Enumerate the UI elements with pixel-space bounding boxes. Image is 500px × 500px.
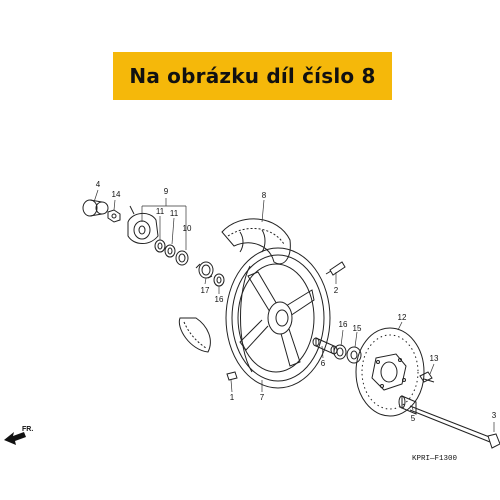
part-4-collar — [82, 199, 109, 217]
title-banner: Na obrázku díl číslo 8 — [113, 52, 392, 100]
callout-5: 5 — [411, 414, 416, 423]
part-5-spacer — [398, 395, 417, 415]
callout-4: 4 — [96, 180, 101, 189]
part-16-bearing — [213, 273, 225, 287]
callout-3: 3 — [492, 411, 497, 420]
callout-2: 2 — [334, 286, 339, 295]
callout-10: 10 — [183, 224, 192, 233]
direction-label: FR. — [22, 426, 33, 433]
diagram-code: KPRI—F1300 — [412, 455, 458, 463]
callout-13: 13 — [430, 354, 439, 363]
part-1-weight — [226, 371, 238, 381]
tire-part-8 — [178, 218, 291, 353]
callout-11b: 11 — [170, 209, 179, 218]
part-3-axle — [409, 405, 500, 449]
callout-15: 15 — [353, 324, 362, 333]
callout-6: 6 — [321, 359, 326, 368]
callout-11a: 11 — [156, 207, 165, 216]
callout-1: 1 — [230, 393, 235, 402]
brake-disc-part-12 — [355, 327, 425, 417]
front-direction-indicator: FR. — [4, 426, 33, 445]
leader-lines — [93, 189, 495, 432]
part-17-bearing — [195, 261, 214, 279]
callout-14: 14 — [112, 190, 121, 199]
part-16-bearing-right — [333, 344, 347, 360]
part-10-washer — [175, 250, 189, 266]
callout-labels: 4 14 9 11 11 10 8 17 16 2 16 15 12 6 13 … — [96, 180, 497, 423]
wheel-rim-part-7 — [225, 247, 331, 389]
part-13-bolt — [419, 371, 435, 383]
part-9-gearbox — [127, 205, 159, 244]
callout-17: 17 — [201, 286, 210, 295]
title-text: Na obrázku díl číslo 8 — [129, 64, 376, 88]
callout-16-right: 16 — [339, 320, 348, 329]
callout-12: 12 — [398, 313, 407, 322]
callout-16: 16 — [215, 295, 224, 304]
part-15-seal — [346, 346, 362, 364]
part-2-valve — [325, 261, 346, 276]
callout-7: 7 — [260, 393, 265, 402]
part-14-nut — [107, 209, 121, 223]
callout-8: 8 — [262, 191, 267, 200]
arrow-left-icon — [4, 432, 26, 445]
callout-9: 9 — [164, 187, 169, 196]
